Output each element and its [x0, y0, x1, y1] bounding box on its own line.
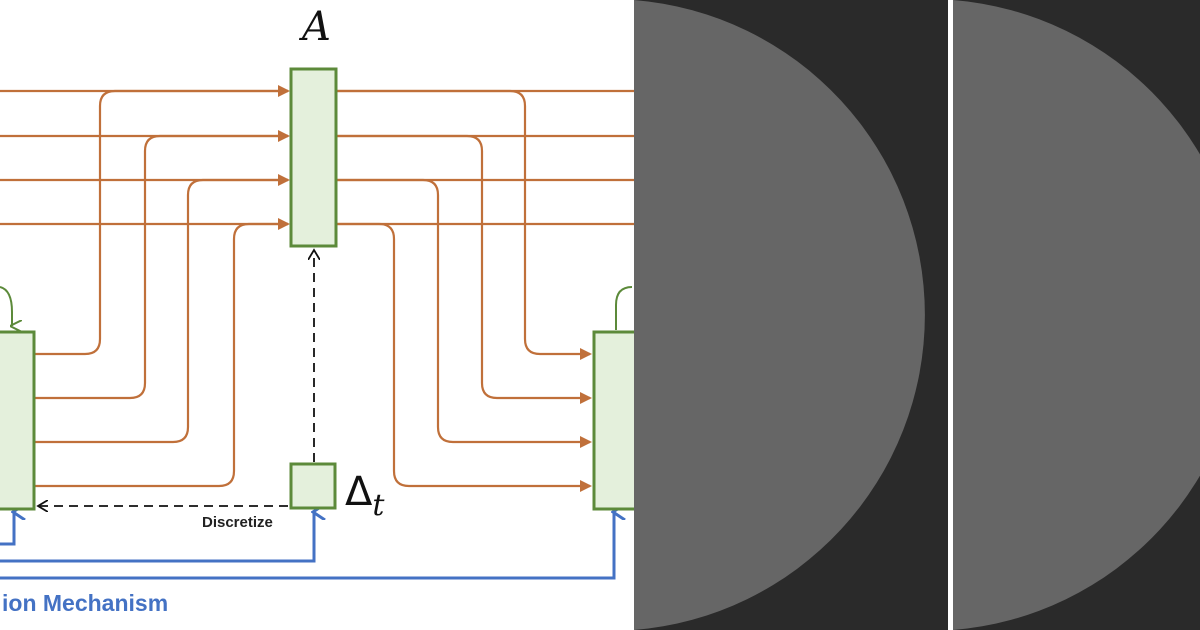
orange-route-right-2: [336, 134, 592, 404]
delta-symbol: Δ: [345, 469, 373, 515]
blue-line-right-block: [0, 512, 614, 580]
discretize-label: Discretize: [202, 514, 273, 531]
blue-line-left-block: [0, 512, 14, 546]
panel-divider: [948, 0, 953, 630]
dark-panel-right: [953, 0, 1200, 630]
matrix-A-label: A: [298, 4, 331, 50]
orange-lines-left: [0, 85, 290, 488]
orange-route-left-4: [35, 222, 288, 488]
orange-lines-right: [336, 89, 640, 492]
green-loop-left: [0, 286, 12, 326]
selection-mechanism-label: ion Mechanism: [2, 590, 168, 616]
orange-route-right-1: [336, 89, 592, 360]
delta-t-box: [289, 462, 337, 510]
orange-route-right-4: [336, 222, 592, 492]
dark-panel-left: [634, 0, 948, 630]
orange-route-left-1: [35, 89, 288, 356]
dashed-connections: [38, 250, 314, 506]
orange-route-left-2: [35, 134, 288, 400]
gray-semicircle-right: [953, 0, 1200, 630]
blue-selection-lines: [0, 512, 614, 580]
left-state-block: [0, 330, 36, 511]
delta-subscript: t: [372, 488, 385, 523]
matrix-A-box: [289, 67, 338, 248]
gray-semicircle-left: [634, 0, 925, 630]
orange-route-left-3: [35, 178, 288, 444]
green-loop-right: [615, 286, 633, 330]
orange-route-right-3: [336, 178, 592, 448]
delta-t-label: Δt: [345, 469, 385, 523]
blue-line-delta: [0, 512, 314, 563]
